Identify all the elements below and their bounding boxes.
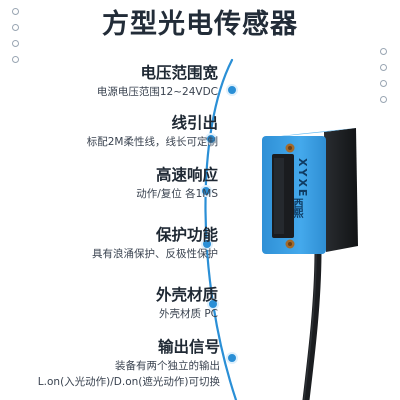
feature-title: 高速响应 [155,166,218,184]
feature-desc: 具有浪涌保护、反极性保护 [92,248,218,260]
feature-protection: 保护功能 具有浪涌保护、反极性保护 [0,226,218,261]
arc-node-6 [226,352,238,364]
brand-chinese: 西熙 [291,198,302,219]
feature-voltage: 电压范围宽 电源电压范围12~24VDC [0,64,218,99]
sensor-brand: XYXE 西熙 [291,158,318,218]
feature-desc: 标配2M柔性线，线长可定制 [86,136,218,148]
feature-desc-line2: L.on(入光动作)/D.on(遮光动作)可切换 [37,376,220,388]
feature-cable: 线引出 标配2M柔性线，线长可定制 [0,114,218,149]
feature-title: 输出信号 [157,338,220,356]
page-title: 方型光电传感器 [102,9,298,40]
dot-pattern-left [12,8,19,63]
feature-desc: 外壳材质 PC [158,308,218,320]
feature-housing: 外壳材质 外壳材质 PC [0,286,218,321]
arc-node-2 [205,133,217,145]
feature-title: 电压范围宽 [140,64,218,82]
feature-title: 外壳材质 [155,286,218,304]
sensor-image [262,128,358,254]
feature-desc: 装备有两个独立的输出 [115,360,220,372]
dot-pattern-right [380,48,387,103]
feature-response: 高速响应 动作/复位 各1MS [0,166,218,201]
feature-title: 保护功能 [155,226,218,244]
feature-output: 输出信号 装备有两个独立的输出 L.on(入光动作)/D.on(遮光动作)可切换 [0,338,220,389]
feature-desc: 电源电压范围12~24VDC [96,86,218,98]
feature-desc: 动作/复位 各1MS [136,188,218,200]
arc-node-4 [201,238,213,250]
feature-title: 线引出 [171,114,218,132]
brand-latin: XYXE [296,158,309,199]
arc-node-1 [226,84,238,96]
arc-node-5 [207,298,219,310]
arc-node-3 [200,185,212,197]
